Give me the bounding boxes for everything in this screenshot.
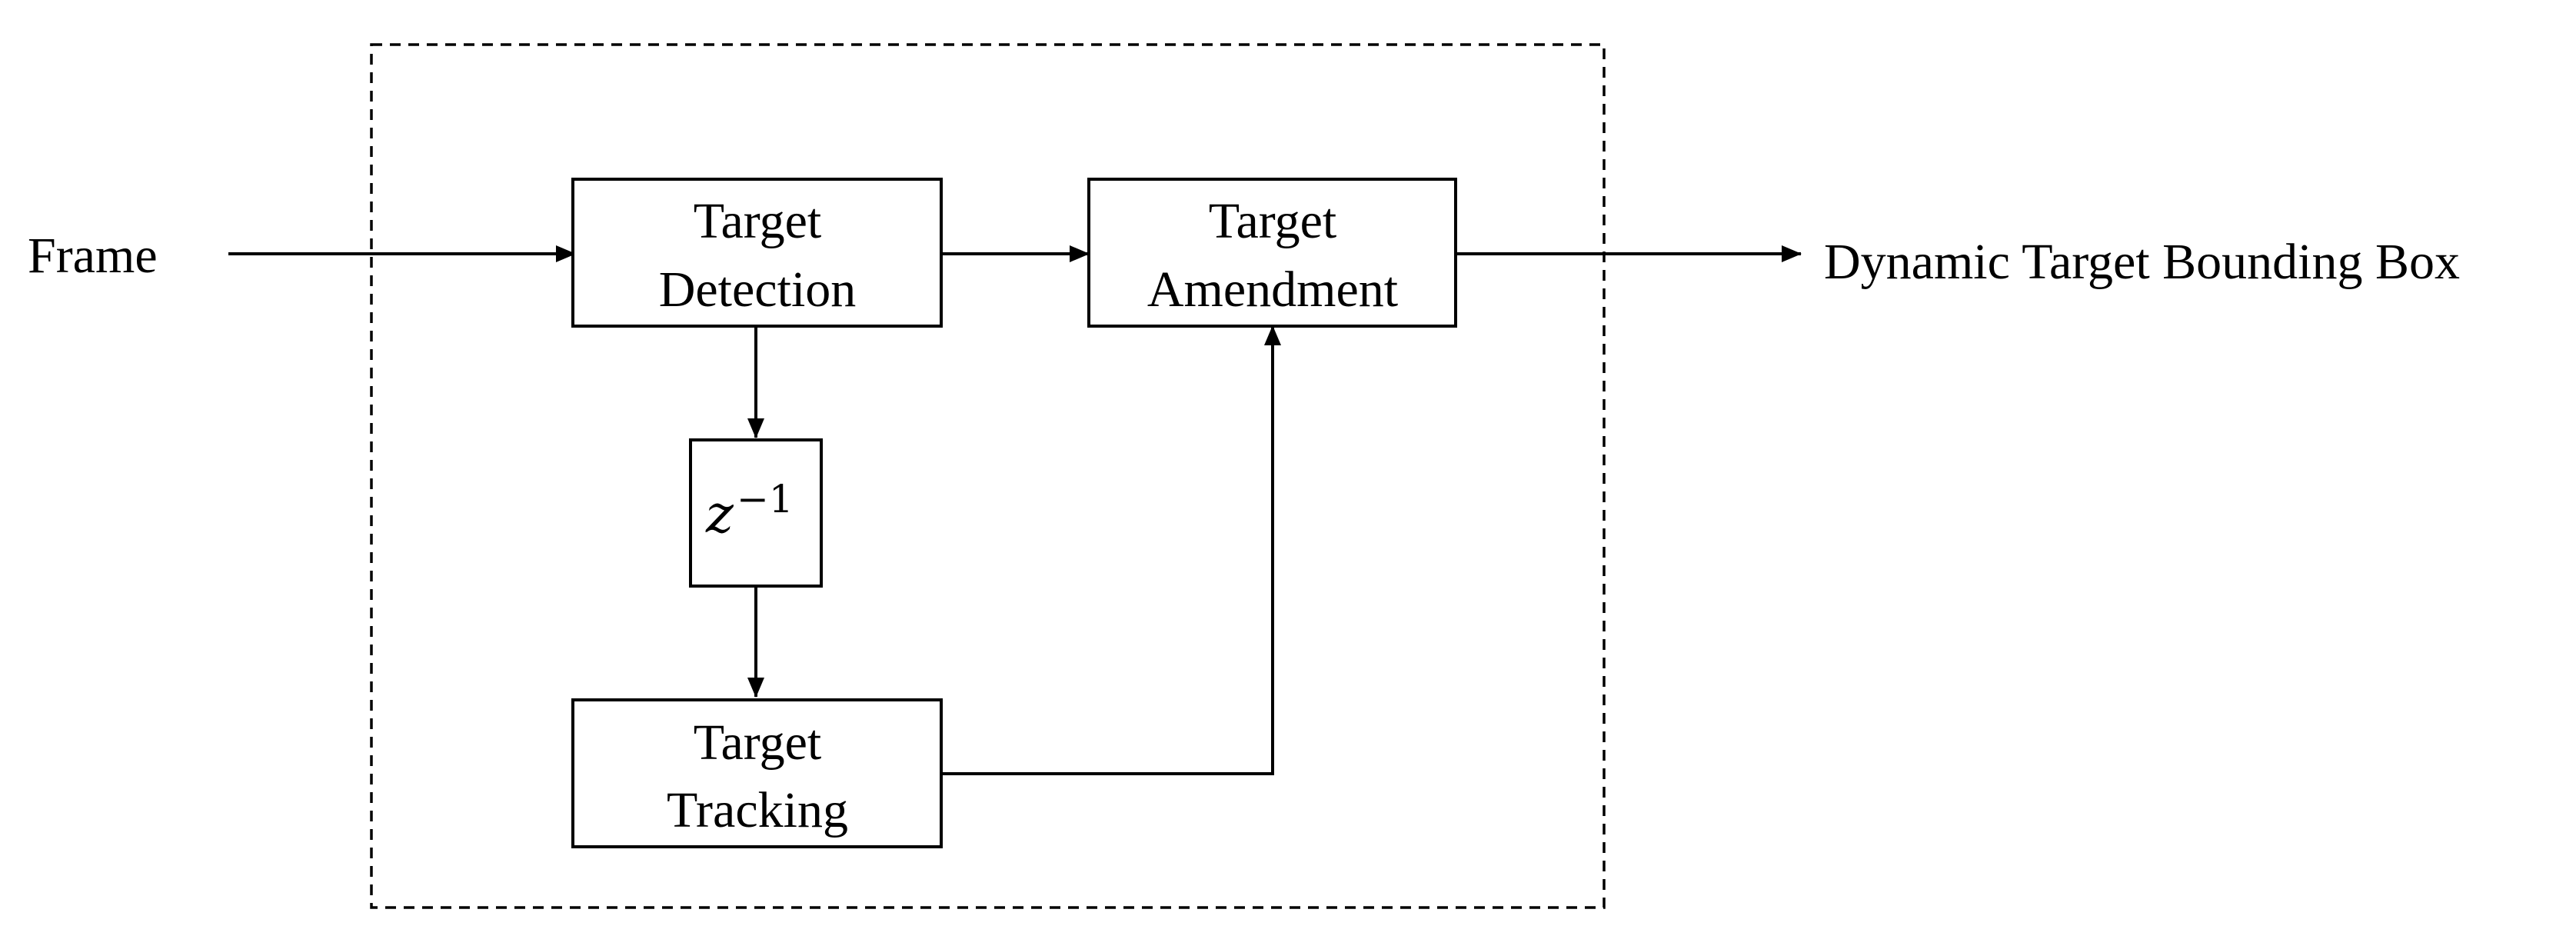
target-tracking-block: Target Tracking: [571, 698, 943, 848]
target-tracking-label-line2: Tracking: [667, 782, 848, 838]
delay-block: z −1: [689, 438, 823, 588]
target-tracking-label-line1: Target: [694, 714, 821, 771]
delay-exponent: −1: [737, 477, 794, 521]
target-detection-block: Target Detection: [571, 178, 943, 328]
target-amendment-label-line1: Target: [1209, 193, 1336, 249]
system-boundary: [370, 43, 1606, 909]
target-amendment-label-line2: Amendment: [1147, 261, 1398, 318]
target-detection-label-line2: Detection: [659, 261, 857, 318]
arrow-tracking-to-amendment: [941, 325, 1281, 775]
output-label: Dynamic Target Bounding Box: [1824, 234, 2460, 290]
delay-base: z: [705, 485, 734, 545]
target-amendment-block: Target Amendment: [1087, 178, 1457, 328]
target-detection-label-line1: Target: [694, 193, 821, 249]
input-label: Frame: [28, 228, 158, 284]
